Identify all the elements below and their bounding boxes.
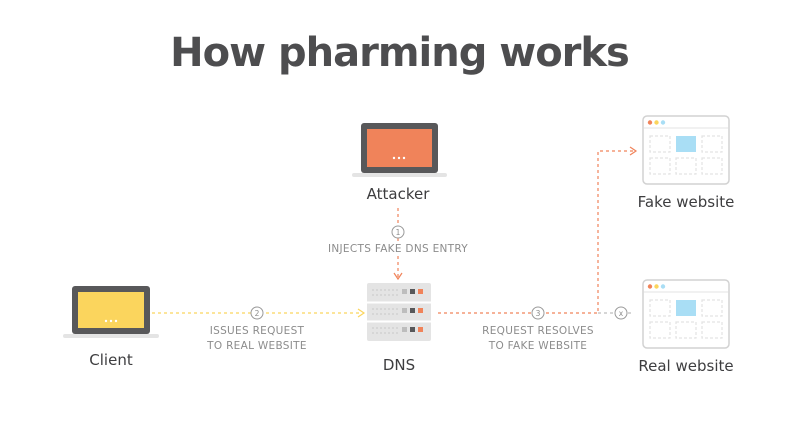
client-laptop-icon xyxy=(63,286,159,338)
step-3-number: 3 xyxy=(536,309,541,318)
client-label: Client xyxy=(89,351,133,369)
step-2-circle-icon xyxy=(250,306,264,320)
dns-server-icon xyxy=(367,283,431,341)
dns-label: DNS xyxy=(383,356,415,374)
fake-website-label: Fake website xyxy=(638,193,735,211)
fake-website-browser-icon xyxy=(642,115,730,185)
inject-label-backdrop xyxy=(324,241,472,255)
blocked-circle-icon xyxy=(614,306,628,320)
step-1-number: 1 xyxy=(396,228,401,237)
edge-resolve xyxy=(438,146,638,314)
step-3-circle-icon xyxy=(531,306,545,320)
step-2-number: 2 xyxy=(255,309,260,318)
real-website-browser-icon xyxy=(642,279,730,349)
inject-edge-label: INJECTS FAKE DNS ENTRY xyxy=(328,243,468,255)
request-edge-label-line2: TO REAL WEBSITE xyxy=(206,340,307,352)
edge-inject xyxy=(393,208,403,281)
real-website-label: Real website xyxy=(638,357,733,375)
step-1-circle-icon xyxy=(391,225,405,239)
request-edge-label-line1: ISSUES REQUEST xyxy=(210,325,305,337)
attacker-label: Attacker xyxy=(367,185,431,203)
resolve-edge-label-line2: TO FAKE WEBSITE xyxy=(488,340,587,352)
resolve-edge-label-line1: REQUEST RESOLVES xyxy=(482,325,594,337)
blocked-marker-label: x xyxy=(619,309,624,318)
attacker-laptop-icon xyxy=(352,123,447,177)
diagram-title: How pharming works xyxy=(170,30,630,76)
